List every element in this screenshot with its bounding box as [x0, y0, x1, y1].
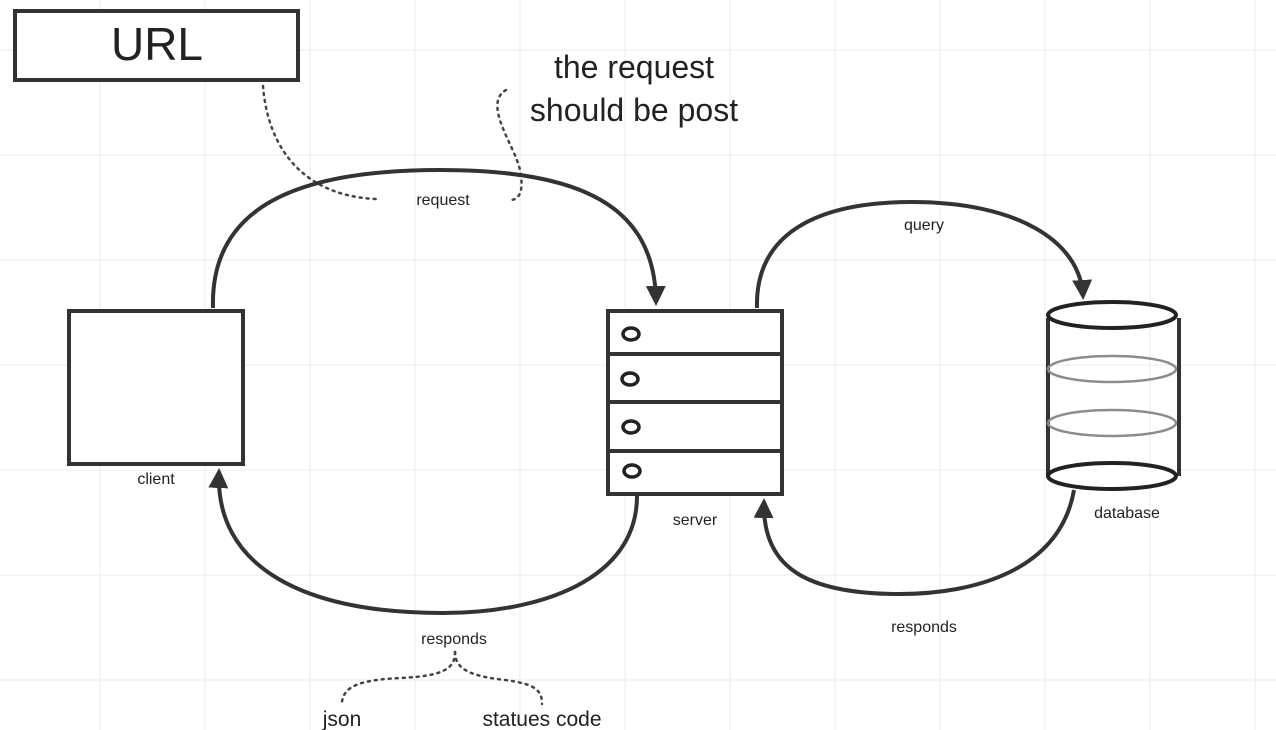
database-node[interactable]: [1046, 300, 1181, 491]
server-to-client-responds-arrow[interactable]: [208, 468, 639, 616]
json-label: json: [322, 708, 362, 730]
database-to-server-responds-arrow[interactable]: [753, 489, 1076, 597]
server-slot-indicator-icon: [622, 463, 642, 479]
responds-dotted-brace: [340, 650, 457, 704]
server-label: server: [673, 512, 718, 529]
url-box[interactable]: URL: [13, 9, 300, 82]
database-to-server-responds-label: responds: [891, 619, 957, 636]
client-node[interactable]: [67, 309, 245, 466]
note-line-2: should be post: [530, 92, 738, 128]
server-slot-indicator-icon: [620, 371, 640, 387]
server-node[interactable]: [606, 309, 784, 496]
database-label: database: [1094, 505, 1160, 522]
query-label: query: [904, 217, 944, 234]
status-code-label: statues code: [482, 708, 601, 730]
request-arrow[interactable]: [210, 167, 666, 309]
url-label: URL: [111, 18, 203, 70]
server-to-client-responds-label: responds: [421, 631, 487, 648]
note-line-1: the request: [554, 49, 714, 85]
client-label: client: [137, 471, 175, 488]
server-slot-indicator-icon: [621, 326, 641, 342]
request-label: request: [416, 192, 470, 209]
query-arrow[interactable]: [754, 199, 1093, 309]
server-slot-indicator-icon: [621, 419, 641, 435]
url-dotted-connector: [261, 84, 378, 201]
note-dotted-connector: [496, 88, 523, 202]
responds-dotted-brace: [453, 650, 544, 706]
